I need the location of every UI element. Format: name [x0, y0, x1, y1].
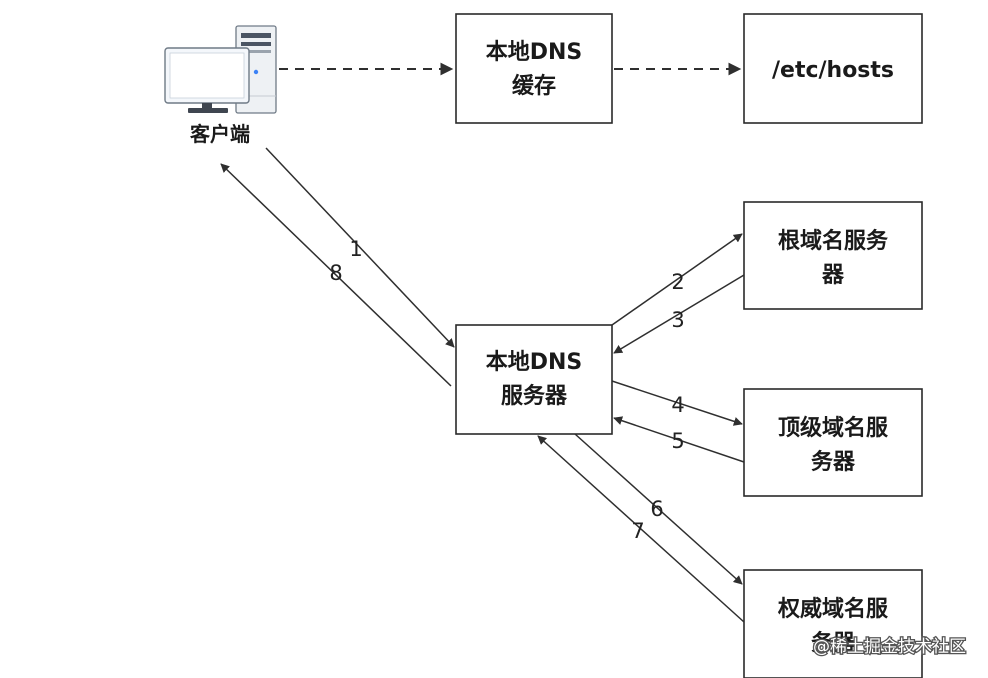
- authoritative-server-subtitle: 务器: [811, 631, 856, 656]
- tower-drive-slot: [241, 42, 271, 46]
- monitor-stand: [188, 108, 228, 113]
- client-label: 客户端: [189, 122, 250, 146]
- authoritative-server-title: 权威域名服: [777, 596, 889, 622]
- watermark-text: @稀土掘金技术社区: [813, 637, 966, 657]
- local-dns-cache-subtitle: 缓存: [512, 73, 556, 99]
- arrow-step-6: [574, 433, 743, 585]
- tld-server-box: [743, 388, 923, 497]
- arrow-step-1: [265, 147, 455, 348]
- step-label-2: 2: [671, 270, 684, 294]
- arrow-step-8: [220, 163, 452, 387]
- tower-drive-slot: [241, 50, 271, 53]
- power-led-icon: [253, 69, 259, 75]
- hosts-file-box: [743, 13, 923, 124]
- arrow-step-2: [611, 233, 743, 326]
- computer-icon: [164, 25, 277, 114]
- monitor-screen: [169, 52, 245, 99]
- monitor-neck: [202, 103, 212, 109]
- tld-server-title: 顶级域名服: [778, 415, 889, 441]
- step-label-5: 5: [671, 429, 684, 453]
- step-label-3: 3: [671, 308, 684, 332]
- step-label-8: 8: [329, 261, 342, 285]
- local-dns-server-title: 本地DNS: [486, 350, 583, 375]
- step-label-1: 1: [349, 237, 362, 261]
- step-label-4: 4: [671, 393, 684, 417]
- step-label-7: 7: [631, 519, 644, 543]
- local-dns-cache-title: 本地DNS: [486, 40, 583, 65]
- arrow-step-4: [611, 380, 743, 426]
- local-dns-server-subtitle: 服务器: [501, 384, 568, 409]
- arrow-step-3: [613, 274, 745, 354]
- local-dns-server-box: [455, 324, 613, 435]
- root-server-subtitle: 器: [821, 263, 845, 288]
- step-label-6: 6: [650, 497, 663, 521]
- hosts-file-label: /etc/hosts: [772, 58, 894, 83]
- tld-server-subtitle: 务器: [811, 450, 856, 475]
- root-server-title: 根域名服务: [778, 228, 889, 254]
- root-server-box: [743, 201, 923, 310]
- authoritative-server-box: [743, 569, 923, 678]
- local-dns-cache-box: [455, 13, 613, 124]
- arrow-step-5: [613, 416, 745, 463]
- tower-drive-slot: [241, 33, 271, 38]
- arrow-step-7: [537, 435, 745, 623]
